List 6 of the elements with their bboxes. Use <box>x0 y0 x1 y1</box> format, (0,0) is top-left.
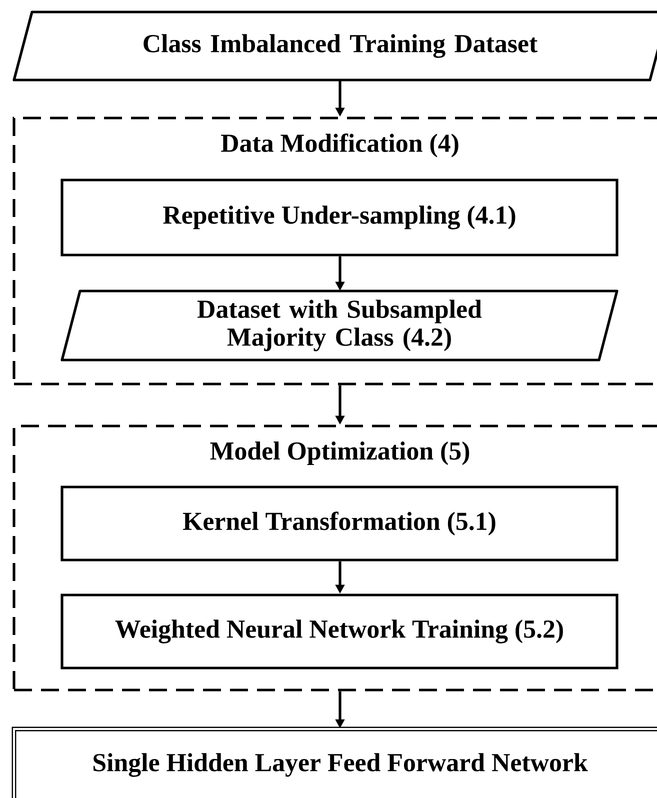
process-box: Repetitive Under-sampling (4.1) <box>60 178 618 256</box>
output-box: Single Hidden Layer Feed Forward Network <box>12 726 657 798</box>
process-box: Weighted Neural Network Training (5.2) <box>60 594 618 670</box>
data-parallelogram: Class Imbalanced Training Dataset <box>12 10 657 82</box>
process-box: Kernel Transformation (5.1) <box>60 486 618 562</box>
data-parallelogram: Dataset with Subsampled Majority Class (4.2) <box>60 290 618 362</box>
